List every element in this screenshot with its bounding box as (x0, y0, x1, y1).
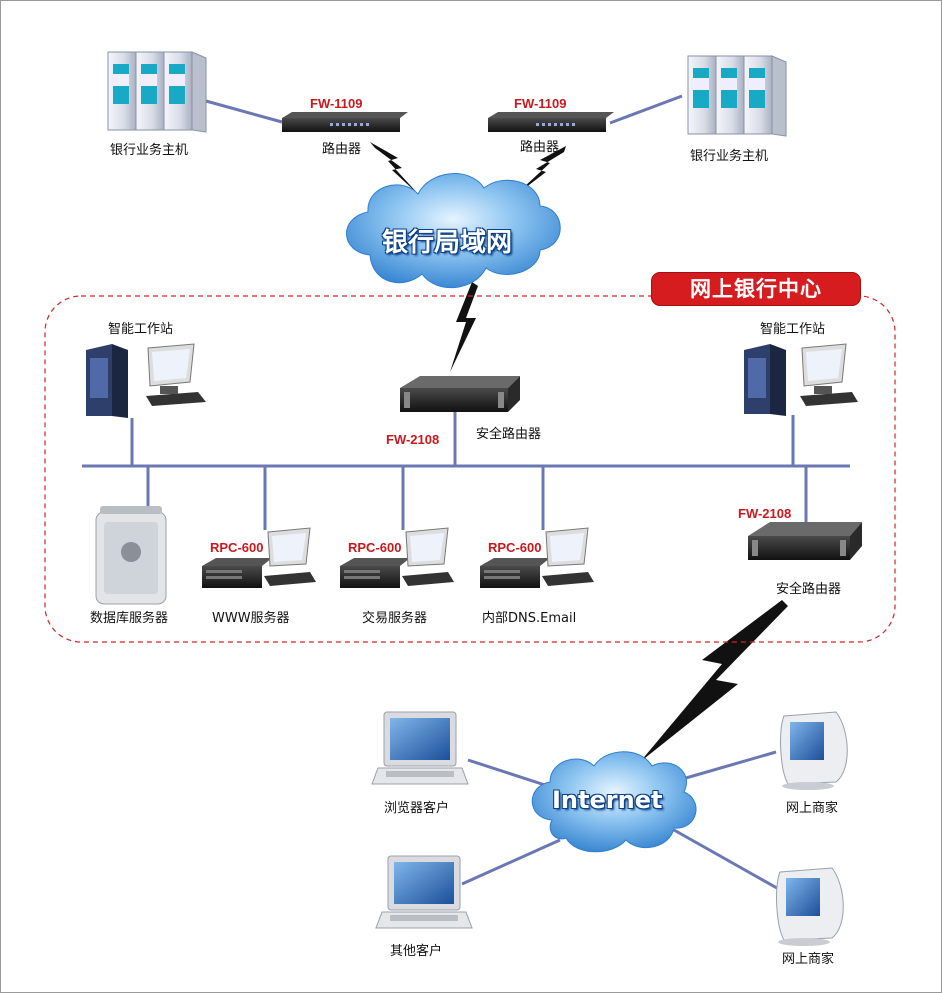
router-right-model: FW-1109 (514, 96, 567, 111)
edge-router-label: 安全路由器 (776, 582, 842, 597)
links (82, 94, 850, 894)
lightning-center-icon (450, 282, 478, 372)
link-merchant-1 (671, 750, 777, 784)
lightning-internet-icon (640, 600, 788, 762)
workstation-left-label: 智能工作站 (108, 322, 174, 337)
router-left-model: FW-1109 (310, 96, 363, 111)
wireless-links (370, 142, 788, 762)
trade-server-icon (340, 527, 454, 588)
link-host-right-router (609, 94, 683, 125)
online-center-title: 网上银行中心 (652, 273, 860, 305)
link-other-client (461, 838, 561, 886)
browser-client-laptop-icon (371, 711, 469, 785)
www-server-label: WWW服务器 (212, 611, 290, 626)
database-server-icon (95, 506, 167, 605)
merchant-1-label: 网上商家 (786, 801, 839, 816)
browser-client-label: 浏览器客户 (384, 801, 450, 816)
lightning-left-icon (370, 142, 420, 196)
link-browser-client (467, 758, 549, 788)
router-left-icon (282, 112, 408, 132)
trade-server-model: RPC-600 (348, 540, 402, 555)
link-host-left-router (205, 99, 283, 124)
dns-email-server-icon (480, 527, 594, 588)
edge-router-model: FW-2108 (738, 506, 792, 521)
link-merchant-2 (673, 828, 785, 894)
merchant-1-computer-icon (780, 711, 848, 790)
router-left-label: 路由器 (322, 142, 362, 157)
internet-label: Internet (552, 786, 663, 814)
other-client-laptop-icon (375, 855, 473, 929)
center-router-model: FW-2108 (386, 432, 440, 447)
bank-host-right-icon (687, 55, 787, 137)
center-router-icon (400, 376, 520, 412)
db-server-label: 数据库服务器 (90, 611, 169, 626)
merchant-2-label: 网上商家 (782, 952, 835, 967)
bank-host-right-label: 银行业务主机 (690, 149, 769, 164)
router-right-label: 路由器 (520, 140, 560, 155)
workstation-right-icon (744, 343, 858, 416)
edge-router-icon (748, 522, 862, 560)
internet-cloud-icon (531, 751, 697, 853)
www-server-icon (202, 527, 316, 588)
dns-server-label: 内部DNS.Email (482, 611, 577, 626)
center-router-label: 安全路由器 (476, 427, 542, 442)
router-right-icon (488, 112, 614, 132)
online-center-boundary (44, 295, 896, 643)
dns-server-model: RPC-600 (488, 540, 542, 555)
other-client-label: 其他客户 (390, 944, 443, 959)
www-server-model: RPC-600 (210, 540, 264, 555)
bank-host-left-label: 银行业务主机 (110, 143, 189, 158)
merchant-2-computer-icon (776, 867, 844, 946)
bank-host-left-icon (107, 51, 207, 133)
lightning-right-icon (512, 146, 566, 198)
workstation-right-label: 智能工作站 (760, 322, 826, 337)
bank-lan-label: 银行局域网 (382, 228, 513, 258)
trade-server-label: 交易服务器 (362, 611, 428, 626)
workstation-left-icon (86, 343, 206, 418)
bank-lan-cloud-icon (346, 173, 561, 288)
